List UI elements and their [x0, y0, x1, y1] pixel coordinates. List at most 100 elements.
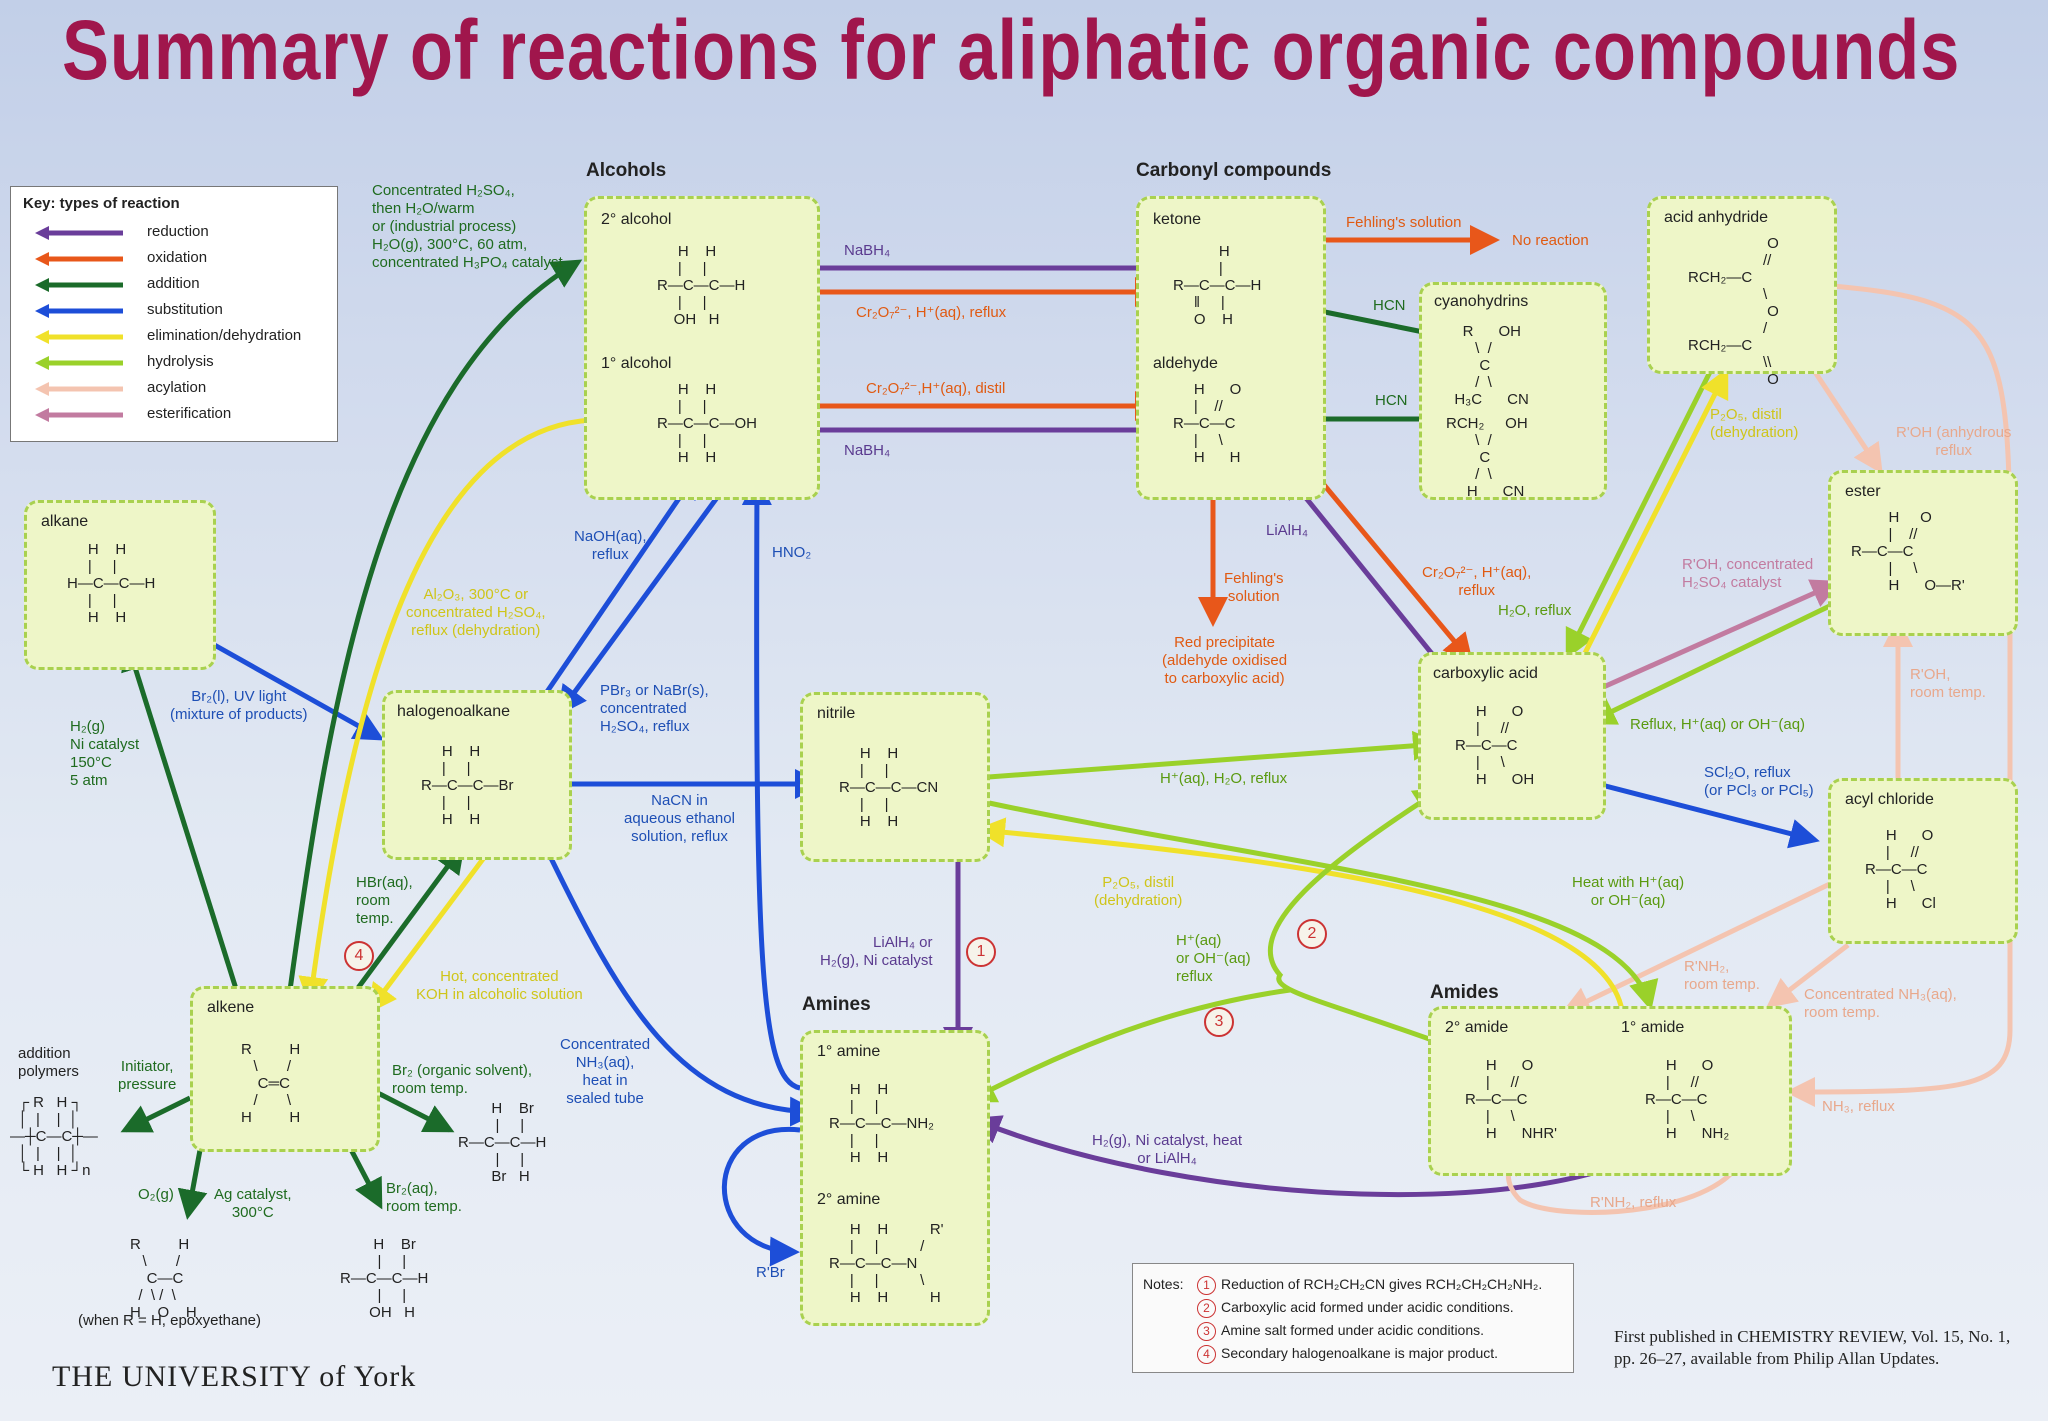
group-amides: Amides: [1430, 982, 1499, 1003]
acyl-chloride-box: acyl chloride H O | // R—C—C | \ H Cl: [1828, 778, 2018, 944]
cond-rbr: R'Br: [756, 1264, 785, 1281]
cond-h2o-reflux: H₂O, reflux: [1498, 602, 1572, 619]
cond-hcn-1: HCN: [1373, 297, 1406, 314]
sec-amide-structure: H O | // R—C—C | \ H NHR': [1465, 1057, 1558, 1142]
alkane-structure: H H | | H—C—C—H | | H H: [67, 541, 156, 626]
marker-2: 2: [1297, 919, 1327, 949]
bromohydrin-structure: H Br | | R—C—C—H | | OH H: [340, 1236, 429, 1321]
alkane-label: alkane: [41, 513, 89, 530]
cyanohydrin-1-structure: R OH \ / C / \ H₃C CN: [1454, 323, 1529, 408]
cond-roh-room: R'OH, room temp.: [1910, 666, 1986, 701]
prim-amine-label: 1° amine: [817, 1043, 881, 1060]
alkene-structure: R H \ / C═C / \ H H: [241, 1041, 301, 1126]
cond-cr-reflux: Cr₂O₇²⁻, H⁺(aq), reflux: [856, 304, 1007, 321]
ketone-structure: H | R—C—C—H ‖ | O H: [1173, 243, 1262, 328]
cond-naoh: NaOH(aq), reflux: [574, 528, 647, 563]
addition-polymers-label: addition polymers: [18, 1045, 79, 1080]
cond-cr-distil: Cr₂O₇²⁻,H⁺(aq), distil: [866, 380, 1006, 397]
cond-scl2o: SCl₂O, reflux (or PCl₃ or PCl₅): [1704, 764, 1814, 799]
alkene-label: alkene: [207, 999, 255, 1016]
cond-red-precipitate: Red precipitate (aldehyde oxidised to ca…: [1162, 634, 1288, 687]
amines-box: 1° amine H H | | R—C—C—NH₂ | | H H 2° am…: [800, 1030, 990, 1326]
carboxylic-acid-box: carboxylic acid H O | // R—C—C | \ H OH: [1418, 652, 1606, 820]
prim-amide-structure: H O | // R—C—C | \ H NH₂: [1645, 1057, 1730, 1142]
sec-amide-label: 2° amide: [1445, 1019, 1509, 1036]
cond-al2o3: Al₂O₃, 300°C or concentrated H₂SO₄, refl…: [406, 586, 546, 639]
prim-alcohol-label: 1° alcohol: [601, 355, 672, 372]
nitrile-structure: H H | | R—C—C—CN | | H H: [839, 745, 939, 830]
aldehyde-label: aldehyde: [1153, 355, 1218, 372]
cond-h-oh-reflux: H⁺(aq) or OH⁻(aq) reflux: [1176, 932, 1251, 985]
cond-roh-conc: R'OH, concentrated H₂SO₄ catalyst: [1682, 556, 1814, 591]
nitrile-box: nitrile H H | | R—C—C—CN | | H H: [800, 692, 990, 862]
university-logo: THE UNIVERSITY of York: [52, 1360, 417, 1393]
cond-p2o5-1: P₂O₅, distil (dehydration): [1710, 406, 1799, 441]
cond-br2-uv: Br₂(l), UV light (mixture of products): [170, 688, 308, 723]
carboxylic-acid-structure: H O | // R—C—C | \ H OH: [1455, 703, 1535, 788]
cond-hcn-2: HCN: [1375, 392, 1408, 409]
polymer-structure: ┌ R H ┐ │ | | │ —┼C—C┼— │ | | │ └ H H ┘n: [10, 1094, 98, 1179]
acyl-chloride-label: acyl chloride: [1845, 791, 1934, 808]
marker-3: 3: [1204, 1007, 1234, 1037]
cond-conc-nh3: Concentrated NH₃(aq), heat in sealed tub…: [560, 1036, 651, 1107]
group-carbonyl: Carbonyl compounds: [1136, 160, 1332, 181]
aldehyde-structure: H O | // R—C—C | \ H H: [1173, 381, 1242, 466]
halogenoalkane-structure: H H | | R—C—C—Br | | H H: [421, 743, 514, 828]
cond-reflux-h: Reflux, H⁺(aq) or OH⁻(aq): [1630, 716, 1806, 733]
cond-lialh4-h2: LiAlH₄ or H₂(g), Ni catalyst: [820, 934, 933, 969]
ketone-label: ketone: [1153, 211, 1202, 228]
cond-h2-ni: H₂(g) Ni catalyst 150°C 5 atm: [70, 718, 140, 789]
cond-initiator: Initiator, pressure: [118, 1058, 177, 1093]
acyl-chloride-structure: H O | // R—C—C | \ H Cl: [1865, 827, 1936, 912]
cond-nh3-reflux: NH₃, reflux: [1822, 1098, 1895, 1115]
cond-o2: O₂(g): [138, 1186, 174, 1203]
ester-box: ester H O | // R—C—C | \ H O—R': [1828, 470, 2018, 636]
cond-h-h2o-reflux: H⁺(aq), H₂O, reflux: [1160, 770, 1288, 787]
cond-heat-h: Heat with H⁺(aq) or OH⁻(aq): [1572, 874, 1685, 909]
acid-anhydride-box: acid anhydride O // RCH₂—C \ O / RCH₂—C …: [1647, 196, 1837, 388]
marker-1: 1: [966, 937, 996, 967]
cond-hno2: HNO₂: [772, 544, 812, 561]
alcohols-box: 2° alcohol H H | | R—C—C—H | | OH H 1° a…: [584, 196, 820, 500]
cond-br2-aq: Br₂(aq), room temp.: [386, 1180, 462, 1215]
acid-anhydride-label: acid anhydride: [1664, 209, 1769, 226]
cyanohydrins-label: cyanohydrins: [1434, 293, 1529, 310]
sec-amine-structure: H H R' | | / R—C—C—N | | \ H H H: [829, 1221, 944, 1306]
epoxy-note: (when R = H, epoxyethane): [78, 1312, 262, 1329]
carbonyl-box: ketone H | R—C—C—H ‖ | O H aldehyde H O …: [1136, 196, 1326, 500]
halogenoalkane-box: halogenoalkane H H | | R—C—C—Br | | H H: [382, 690, 572, 860]
cond-p2o5-2: P₂O₅, distil (dehydration): [1094, 874, 1183, 909]
group-alcohols: Alcohols: [586, 160, 667, 181]
halogenoalkane-label: halogenoalkane: [397, 703, 510, 720]
cond-conc-h2so4: Concentrated H₂SO₄, then H₂O/warm or (in…: [372, 182, 563, 271]
page-title: Summary of reactions for aliphatic organ…: [62, 3, 1961, 97]
cond-br2-org: Br₂ (organic solvent), room temp.: [392, 1062, 533, 1097]
cond-nabh4-1: NaBH₄: [844, 242, 891, 259]
cyanohydrin-2-structure: RCH₂ OH \ / C / \ H CN: [1446, 415, 1528, 500]
cond-rnh2-reflux: R'NH₂, reflux: [1590, 1194, 1677, 1211]
ester-label: ester: [1845, 483, 1881, 500]
cond-fehling-2: Fehling's solution: [1224, 570, 1284, 605]
carboxylic-acid-label: carboxylic acid: [1433, 665, 1538, 682]
cond-fehling-1: Fehling's solution: [1346, 214, 1462, 231]
amides-box: 2° amide H O | // R—C—C | \ H NHR' 1° am…: [1428, 1006, 1792, 1176]
alkene-box: alkene R H \ / C═C / \ H H: [190, 986, 380, 1152]
dibromo-structure: H Br | | R—C—C—H | | Br H: [458, 1100, 547, 1185]
cond-h2-ni-heat: H₂(g), Ni catalyst, heat or LiAlH₄: [1092, 1132, 1243, 1167]
sec-alcohol-structure: H H | | R—C—C—H | | OH H: [657, 243, 746, 328]
cond-hbr: HBr(aq), room temp.: [356, 874, 413, 927]
cond-cr-acid: Cr₂O₇²⁻, H⁺(aq), reflux: [1422, 564, 1532, 599]
cond-nabh4-2: NaBH₄: [844, 442, 891, 459]
cond-pbr3: PBr₃ or NaBr(s), concentrated H₂SO₄, ref…: [600, 682, 709, 735]
cond-no-reaction: No reaction: [1512, 232, 1589, 249]
cond-hot-koh: Hot, concentrated KOH in alcoholic solut…: [416, 968, 583, 1003]
prim-amide-label: 1° amide: [1621, 1019, 1685, 1036]
sec-alcohol-label: 2° alcohol: [601, 211, 672, 228]
prim-amine-structure: H H | | R—C—C—NH₂ | | H H: [829, 1081, 934, 1166]
prim-alcohol-structure: H H | | R—C—C—OH | | H H: [657, 381, 757, 466]
